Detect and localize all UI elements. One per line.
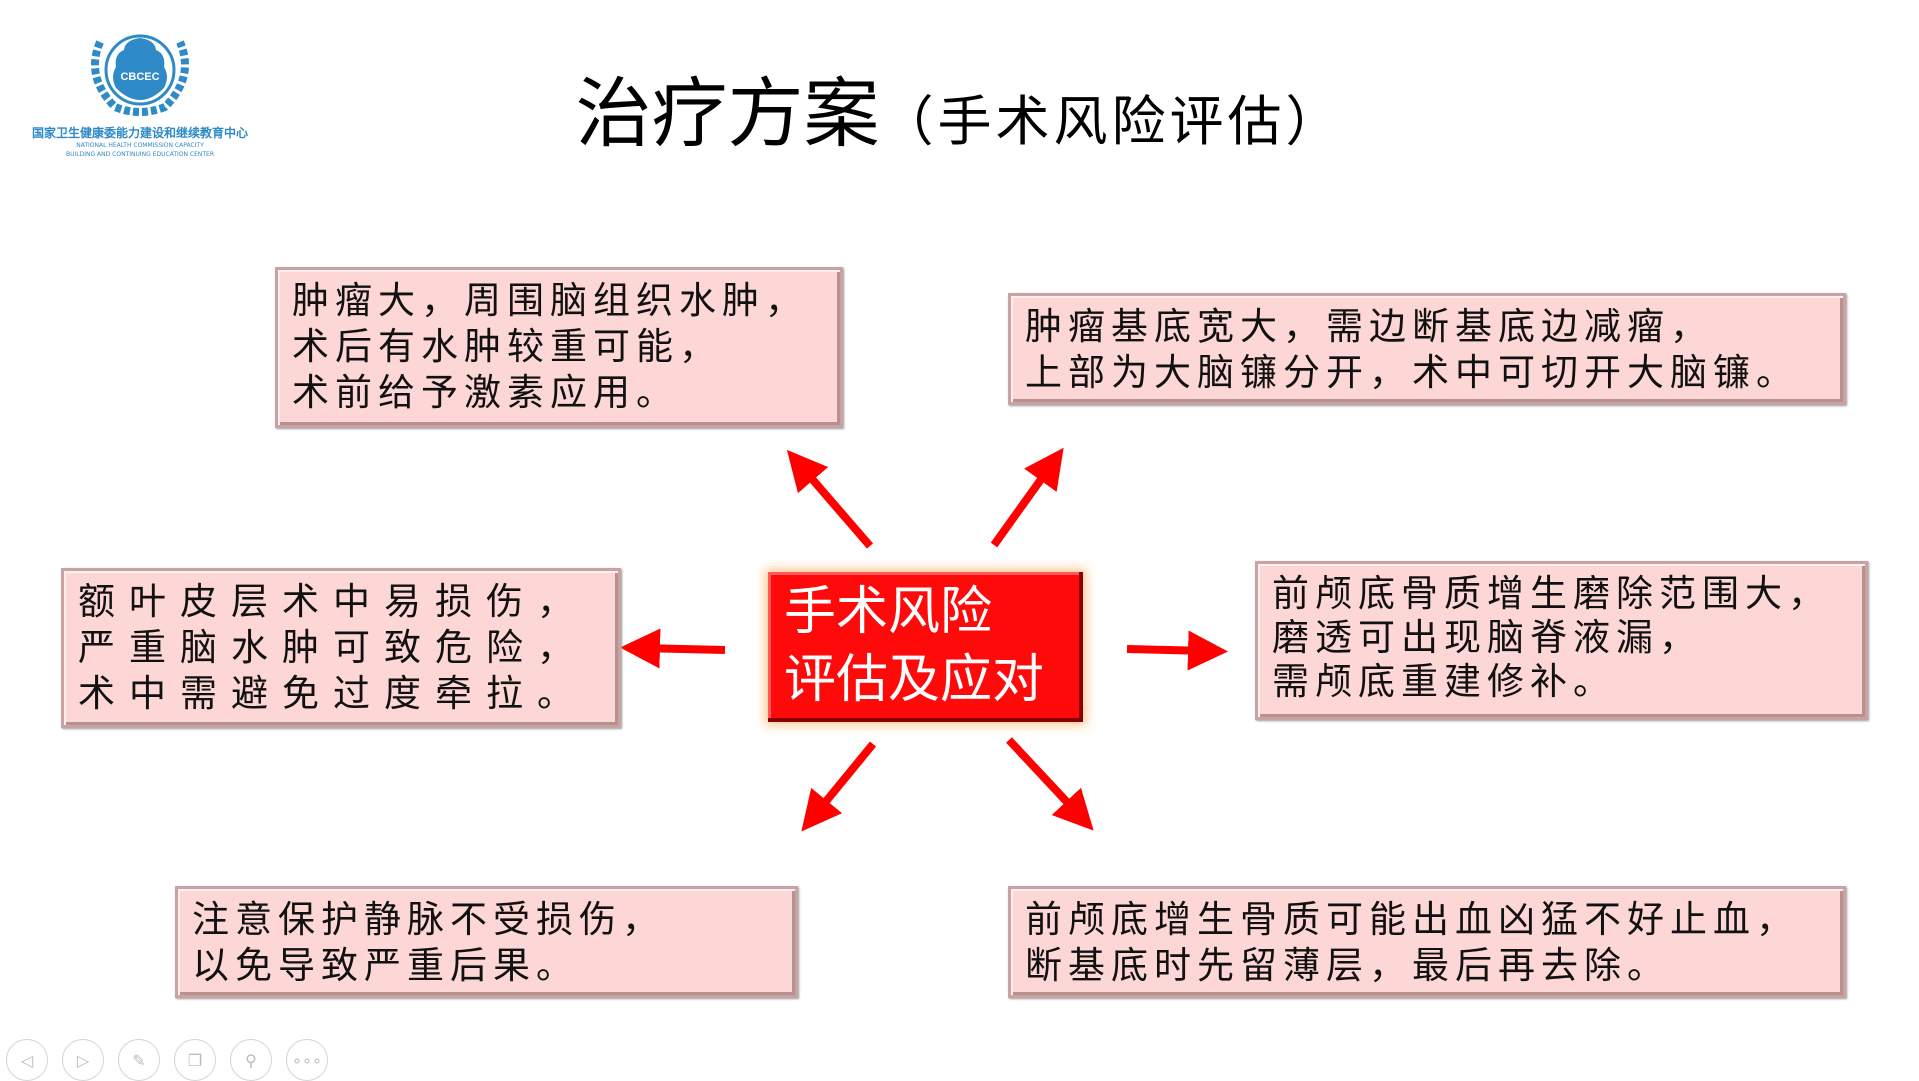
arrow-down-left [801, 741, 877, 832]
zoom-icon[interactable]: ⚲ [230, 1039, 272, 1081]
arrow-right [1126, 630, 1228, 671]
risk-box-veins: 注意保护静脉不受损伤， 以免导致严重后果。 [175, 886, 798, 998]
cbcec-logo: CBCEC 国家卫生健康委能力建设和继续教育中心 NATIONAL HEALTH… [20, 22, 260, 182]
next-icon[interactable]: ▷ [62, 1039, 104, 1081]
presentation-toolbar: ◁ ▷ ✎ ❐ ⚲ ∘∘∘ [6, 1039, 328, 1081]
previous-icon[interactable]: ◁ [6, 1039, 48, 1081]
arrow-down-right [1006, 737, 1094, 831]
risk-box-falx: 肿瘤基底宽大，需边断基底边减瘤， 上部为大脑镰分开，术中可切开大脑镰。 [1008, 293, 1846, 405]
arrow-up-left [786, 449, 874, 549]
risk-box-edema: 肿瘤大，周围脑组织水肿， 术后有水肿较重可能， 术前给予激素应用。 [275, 267, 843, 428]
logo-name-en-1: NATIONAL HEALTH COMMISSION CAPACITY [76, 142, 204, 149]
arrow-up-right [990, 447, 1064, 548]
title-sub: （手术风险评估） [879, 90, 1344, 153]
arrow-left [620, 628, 726, 669]
risk-box-skull-base: 前颅底骨质增生磨除范围大， 磨透可出现脑脊液漏， 需颅底重建修补。 [1255, 561, 1868, 720]
logo-emblem-text: CBCEC [120, 71, 159, 83]
risk-box-bleeding: 前颅底增生骨质可能出血凶猛不好止血， 断基底时先留薄层，最后再去除。 [1008, 886, 1846, 998]
pen-icon[interactable]: ✎ [118, 1039, 160, 1081]
title-main: 治疗方案 [575, 69, 880, 158]
slide-title: 治疗方案（手术风险评估） [0, 52, 1919, 162]
logo-name-en-2: BUILDING AND CONTINUING EDUCATION CENTER [66, 151, 214, 158]
logo-name-cn: 国家卫生健康委能力建设和继续教育中心 [31, 126, 248, 140]
cbcec-emblem-icon: CBCEC [91, 30, 189, 116]
center-topic: 手术风险 评估及应对 [768, 572, 1083, 722]
risk-box-frontal-cortex: 额叶皮层术中易损伤， 严重脑水肿可致危险， 术中需避免过度牵拉。 [61, 568, 621, 728]
slides-icon[interactable]: ❐ [174, 1039, 216, 1081]
more-icon[interactable]: ∘∘∘ [286, 1039, 328, 1081]
